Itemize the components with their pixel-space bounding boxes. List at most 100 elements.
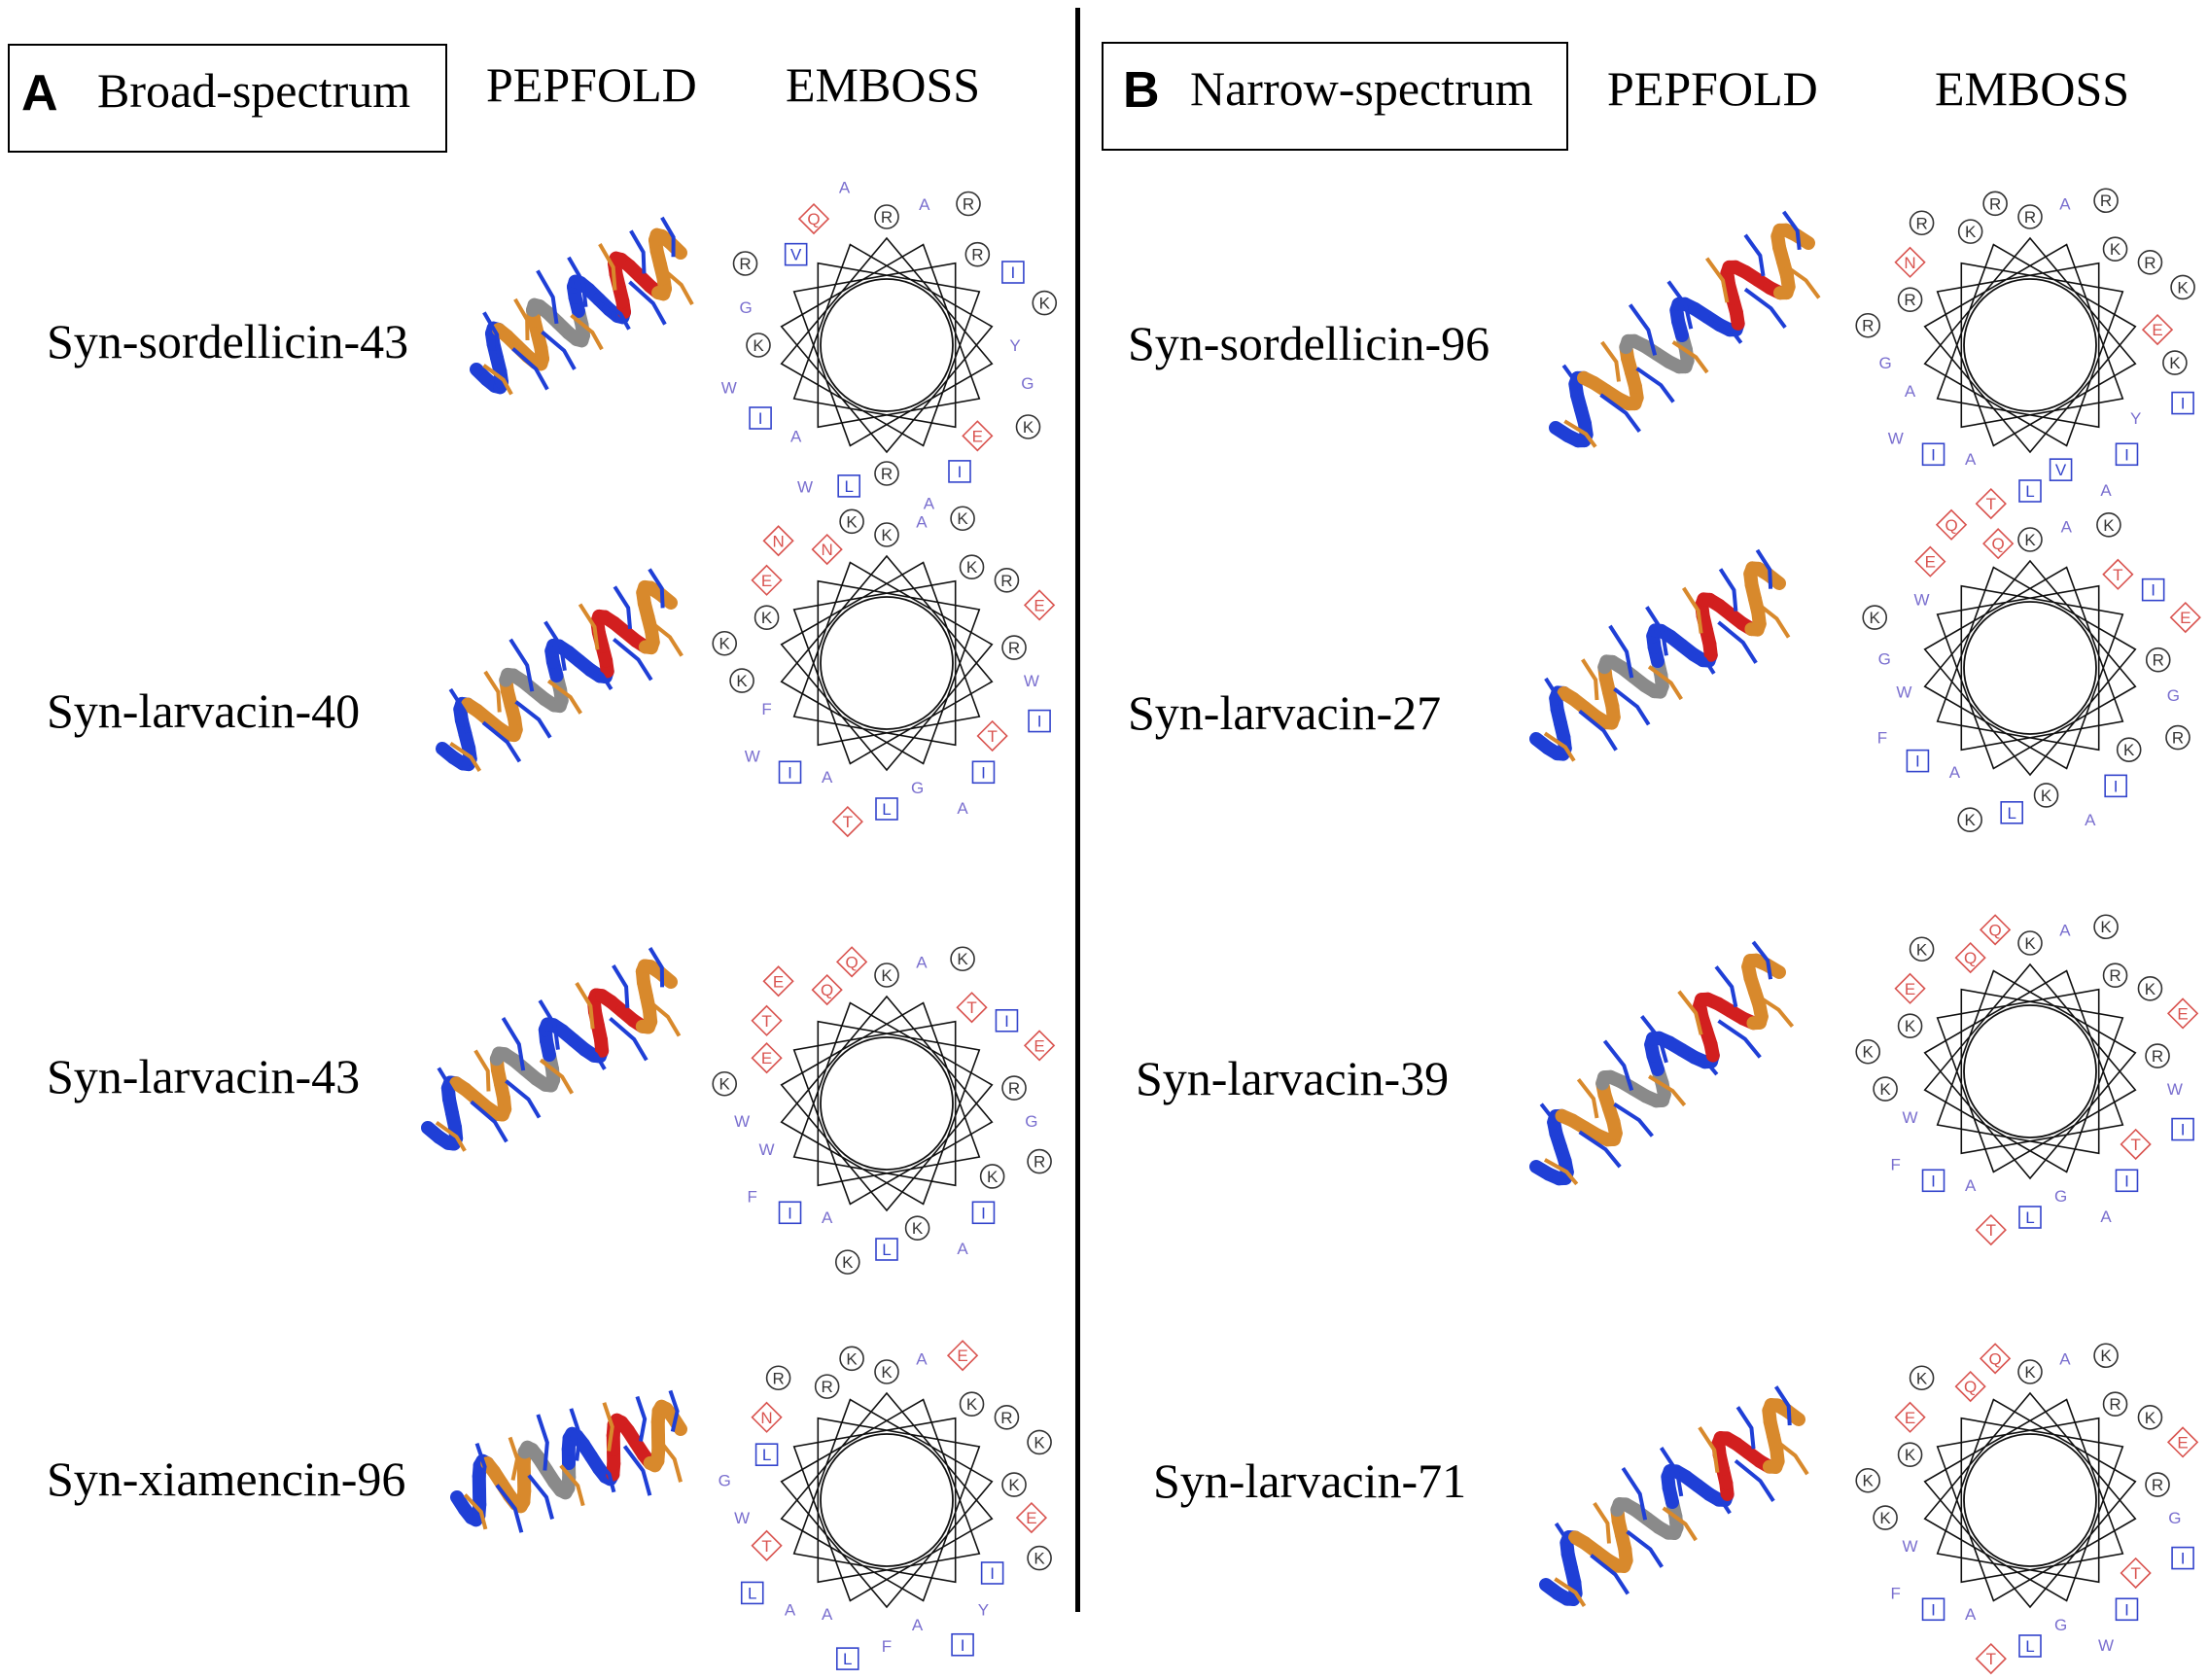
residue-letter: R (822, 1378, 833, 1396)
residue-diamond-marker (1023, 589, 1056, 621)
wheel-residue: I (980, 1561, 1004, 1585)
pepfold-helix (421, 947, 682, 1152)
residue-circle-marker (2033, 783, 2059, 808)
wheel-residue: A (785, 1600, 796, 1619)
wheel-residue: E (2166, 998, 2199, 1030)
wheel-residue: I (1921, 1597, 1945, 1622)
wheel-center-circle (1963, 278, 2097, 412)
residue-letter: K (1034, 1550, 1045, 1568)
helix-side-chain (1707, 313, 1743, 344)
residue-diamond-marker (1979, 1343, 2012, 1375)
wheel-residue: K (1032, 290, 1058, 316)
residue-circle-marker (1873, 1076, 1898, 1102)
residue-circle-marker (2093, 188, 2119, 214)
residue-letter: A (2100, 1208, 2112, 1226)
peptide-name: Syn-larvacin-39 (1136, 1051, 1450, 1105)
residue-letter: I (2114, 777, 2119, 795)
residue-letter: I (961, 1636, 965, 1655)
residue-circle-marker (874, 204, 899, 229)
residue-letter: F (761, 700, 771, 718)
residue-circle-marker (1027, 1429, 1052, 1455)
residue-circle-marker (904, 1215, 930, 1241)
residue-letter: W (1903, 1537, 1918, 1556)
residue-letter: E (761, 1049, 772, 1068)
residue-letter: I (1915, 752, 1920, 771)
residue-letter: K (1916, 940, 1928, 959)
residue-letter: F (1891, 1584, 1901, 1602)
helix-side-chain (628, 280, 667, 326)
pepfold-helix (1529, 940, 1795, 1186)
wheel-residue: K (746, 332, 771, 358)
helix-side-chain (1578, 1130, 1622, 1169)
wheel-residue: G (1878, 354, 1891, 372)
wheel-residue: E (762, 965, 794, 998)
residue-diamond-marker (2120, 1557, 2152, 1590)
wheel-residue: T (2120, 1557, 2152, 1590)
residue-letter: I (2151, 581, 2155, 600)
residue-letter: L (882, 800, 891, 819)
wheel-residue: R (1855, 312, 1881, 338)
helix-side-chain (474, 1442, 487, 1490)
residue-diamond-marker (751, 1401, 783, 1433)
panel-divider (1075, 8, 1080, 1612)
wheel-residue: K (839, 1346, 864, 1372)
wheel-residue: R (2093, 188, 2119, 214)
wheel-residue: K (1957, 807, 1982, 833)
residue-letter: L (2025, 482, 2034, 501)
wheel-residue: F (748, 1187, 757, 1206)
wheel-residue: T (1975, 487, 2007, 520)
helix-side-chain (613, 585, 633, 629)
helix-side-chain (648, 947, 665, 988)
panel-a-title: Broad-spectrum (97, 63, 411, 118)
wheel-residue: I (1028, 709, 1051, 733)
helix-side-chain (1755, 548, 1773, 589)
wheel-residue: E (2141, 313, 2174, 346)
residue-square-marker (2171, 391, 2194, 415)
residue-letter: E (2180, 609, 2190, 627)
residue-letter: R (1862, 317, 1874, 335)
wheel-residue: W (1914, 590, 1930, 609)
residue-letter: I (2181, 395, 2186, 413)
residue-letter: R (2172, 729, 2184, 748)
residue-letter: W (1896, 683, 1911, 702)
pepfold-helix (1529, 548, 1791, 762)
residue-letter: K (1863, 1043, 1875, 1062)
helix-side-chain (1561, 364, 1585, 408)
wheel-star (780, 995, 994, 1212)
helix-side-chain (1682, 1046, 1719, 1076)
wheel-residue: I (2141, 578, 2165, 602)
helix-side-chain (1717, 620, 1758, 664)
residue-letter: K (1870, 609, 1881, 627)
helix-side-chain (578, 603, 600, 650)
wheel-residue: F (1877, 729, 1887, 748)
residue-circle-marker (1982, 191, 2008, 217)
residue-circle-marker (874, 962, 899, 988)
residue-letter: R (2144, 254, 2155, 272)
helix-side-chain (482, 311, 501, 358)
wheel-residue: T (831, 805, 863, 838)
residue-circle-marker (2017, 1359, 2043, 1384)
residue-letter: Q (1988, 1349, 2001, 1368)
pepfold-helix (1539, 1385, 1809, 1608)
residue-circle-marker (2102, 962, 2128, 988)
residue-letter: T (1986, 1221, 1996, 1240)
residue-circle-marker (712, 1070, 738, 1097)
residue-circle-marker (959, 1391, 985, 1417)
wheel-residue: K (1015, 414, 1041, 439)
residue-letter: E (761, 572, 772, 590)
wheel-residue: K (1957, 219, 1983, 244)
residue-circle-marker (1032, 290, 1058, 316)
residue-square-marker (740, 1581, 764, 1605)
pepfold-helix (436, 568, 683, 773)
peptide-name: Syn-larvacin-27 (1128, 685, 1442, 740)
residue-letter: I (788, 763, 792, 782)
panel-b-header-box (1102, 42, 1568, 151)
residue-letter: R (2152, 1047, 2163, 1066)
residue-letter: R (772, 1369, 784, 1387)
wheel-residue: G (1025, 1112, 1037, 1131)
residue-letter: I (1931, 1172, 1936, 1190)
wheel-residue: T (1975, 1213, 2007, 1246)
